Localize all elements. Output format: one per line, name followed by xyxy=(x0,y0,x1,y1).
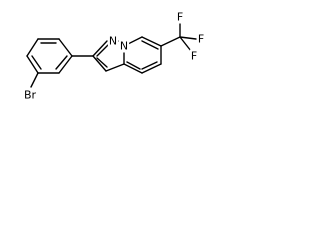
bond xyxy=(123,63,143,74)
bond xyxy=(26,55,39,74)
atom-label-f2: F xyxy=(198,33,204,46)
atom-label-mask xyxy=(189,49,199,63)
atom-label-mask xyxy=(196,32,206,46)
atom-label-mask xyxy=(22,88,38,102)
double-bond-inner xyxy=(96,44,109,57)
double-bond-inner xyxy=(96,57,108,68)
atom-label-n2: N xyxy=(120,40,128,53)
bond-c-f xyxy=(179,36,197,40)
atom-label-n1: N xyxy=(109,35,117,48)
bond-c-f xyxy=(179,36,192,52)
bond xyxy=(141,63,162,74)
atom-label-mask xyxy=(107,34,119,48)
double-bond-inner xyxy=(126,61,141,70)
pyridine-ring xyxy=(123,36,162,74)
bromophenyl-ring xyxy=(26,38,73,74)
bond xyxy=(92,40,108,57)
bond xyxy=(58,55,73,74)
molecule-structure: N N Br F F F xyxy=(22,10,206,102)
atom-label-mask xyxy=(175,10,185,24)
double-bond-inner xyxy=(55,55,68,70)
bond-c-br xyxy=(30,72,39,88)
atom-label-br: Br xyxy=(24,89,37,102)
bond xyxy=(92,55,107,72)
bond xyxy=(58,38,73,57)
bond-c-cf3 xyxy=(160,36,181,47)
double-bond-inner xyxy=(141,40,159,50)
atom-label-f3: F xyxy=(191,50,197,63)
bond xyxy=(26,38,39,57)
atom-label-f1: F xyxy=(177,11,183,24)
bond xyxy=(105,63,125,72)
double-bond-inner xyxy=(141,61,158,70)
bond xyxy=(141,36,162,47)
double-bond-inner xyxy=(31,55,42,70)
atom-label-mask xyxy=(118,39,130,53)
